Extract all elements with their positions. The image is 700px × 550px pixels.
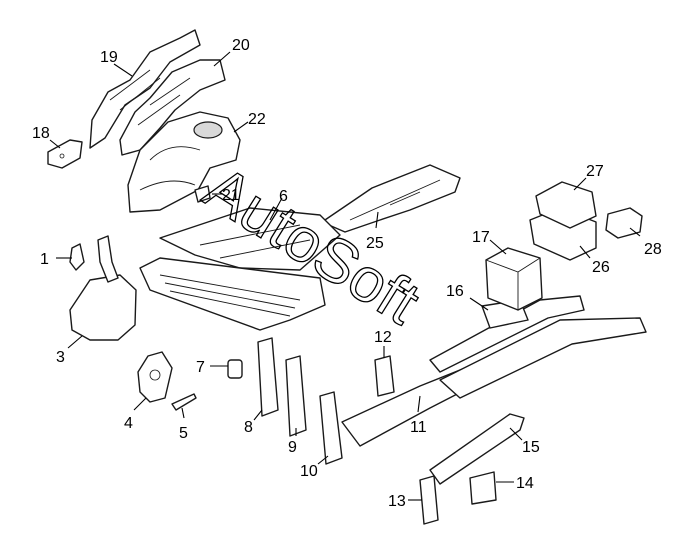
callout-12: 12: [374, 329, 392, 358]
callout-27: 27: [573, 163, 604, 191]
floor-grid-panel: [139, 257, 326, 331]
callout-10: 10: [300, 455, 329, 480]
callout-5: 5: [179, 407, 188, 442]
svg-text:20: 20: [232, 37, 250, 54]
part-15-rail: [429, 413, 525, 485]
svg-text:26: 26: [592, 259, 610, 276]
callout-17: 17: [472, 229, 507, 255]
svg-text:19: 19: [100, 49, 118, 66]
part-1-bracket: [69, 243, 85, 271]
part-8-bracket: [257, 337, 279, 417]
svg-text:7: 7: [196, 359, 205, 376]
svg-text:25: 25: [366, 235, 384, 252]
callout-13: 13: [388, 493, 422, 510]
part-27-cover: [535, 181, 597, 229]
callout-28: 28: [629, 227, 662, 258]
part-14-plate: [469, 471, 497, 505]
part-22-wheelhouse: [127, 111, 241, 213]
part-5-bolt: [171, 393, 197, 411]
svg-text:22: 22: [248, 111, 266, 128]
svg-text:17: 17: [472, 229, 490, 246]
callout-14: 14: [496, 475, 534, 492]
callout-16: 16: [446, 283, 489, 311]
svg-text:13: 13: [388, 493, 406, 510]
callout-18: 18: [32, 125, 61, 149]
svg-text:14: 14: [516, 475, 534, 492]
part-18-bracket: [47, 139, 83, 169]
svg-text:5: 5: [179, 425, 188, 442]
svg-text:18: 18: [32, 125, 50, 142]
svg-text:9: 9: [288, 439, 297, 456]
callout-6: 6: [269, 188, 288, 221]
part-13-plate: [419, 475, 439, 525]
part-21-bracket: [194, 185, 211, 203]
callout-4: 4: [124, 397, 147, 432]
part-3-reservoir: [69, 235, 137, 341]
callout-25: 25: [366, 211, 384, 252]
callout-20: 20: [213, 37, 250, 67]
part-10-bracket: [319, 391, 343, 465]
part-25-floor-panel: [321, 164, 461, 233]
callout-7: 7: [196, 359, 228, 376]
part-9-bracket: [285, 355, 307, 437]
callout-26: 26: [579, 245, 610, 276]
callout-8: 8: [244, 409, 263, 436]
part-19-rail: [89, 29, 201, 149]
callout-15: 15: [509, 427, 540, 456]
callout-22: 22: [233, 111, 266, 133]
callout-9: 9: [288, 428, 297, 456]
svg-text:4: 4: [124, 415, 133, 432]
rear-side-rail: [429, 295, 647, 399]
svg-text:8: 8: [244, 419, 253, 436]
part-6-floor: [159, 207, 341, 271]
callout-3: 3: [56, 335, 83, 366]
part-7-bushing: [227, 359, 243, 379]
svg-text:6: 6: [279, 188, 288, 205]
svg-text:27: 27: [586, 163, 604, 180]
svg-text:16: 16: [446, 283, 464, 300]
part-4-mount: [137, 351, 173, 403]
svg-text:10: 10: [300, 463, 318, 480]
svg-text:15: 15: [522, 439, 540, 456]
part-12-bracket: [374, 355, 395, 397]
svg-text:1: 1: [40, 251, 49, 268]
callout-11: 11: [410, 395, 427, 436]
callout-1: 1: [40, 251, 72, 268]
callout-19: 19: [100, 49, 133, 77]
svg-text:21: 21: [222, 187, 240, 204]
svg-text:28: 28: [644, 241, 662, 258]
svg-text:3: 3: [56, 349, 65, 366]
svg-text:12: 12: [374, 329, 392, 346]
part-17-battery: [485, 247, 543, 311]
callout-21: 21: [212, 187, 240, 204]
svg-text:11: 11: [410, 419, 427, 436]
